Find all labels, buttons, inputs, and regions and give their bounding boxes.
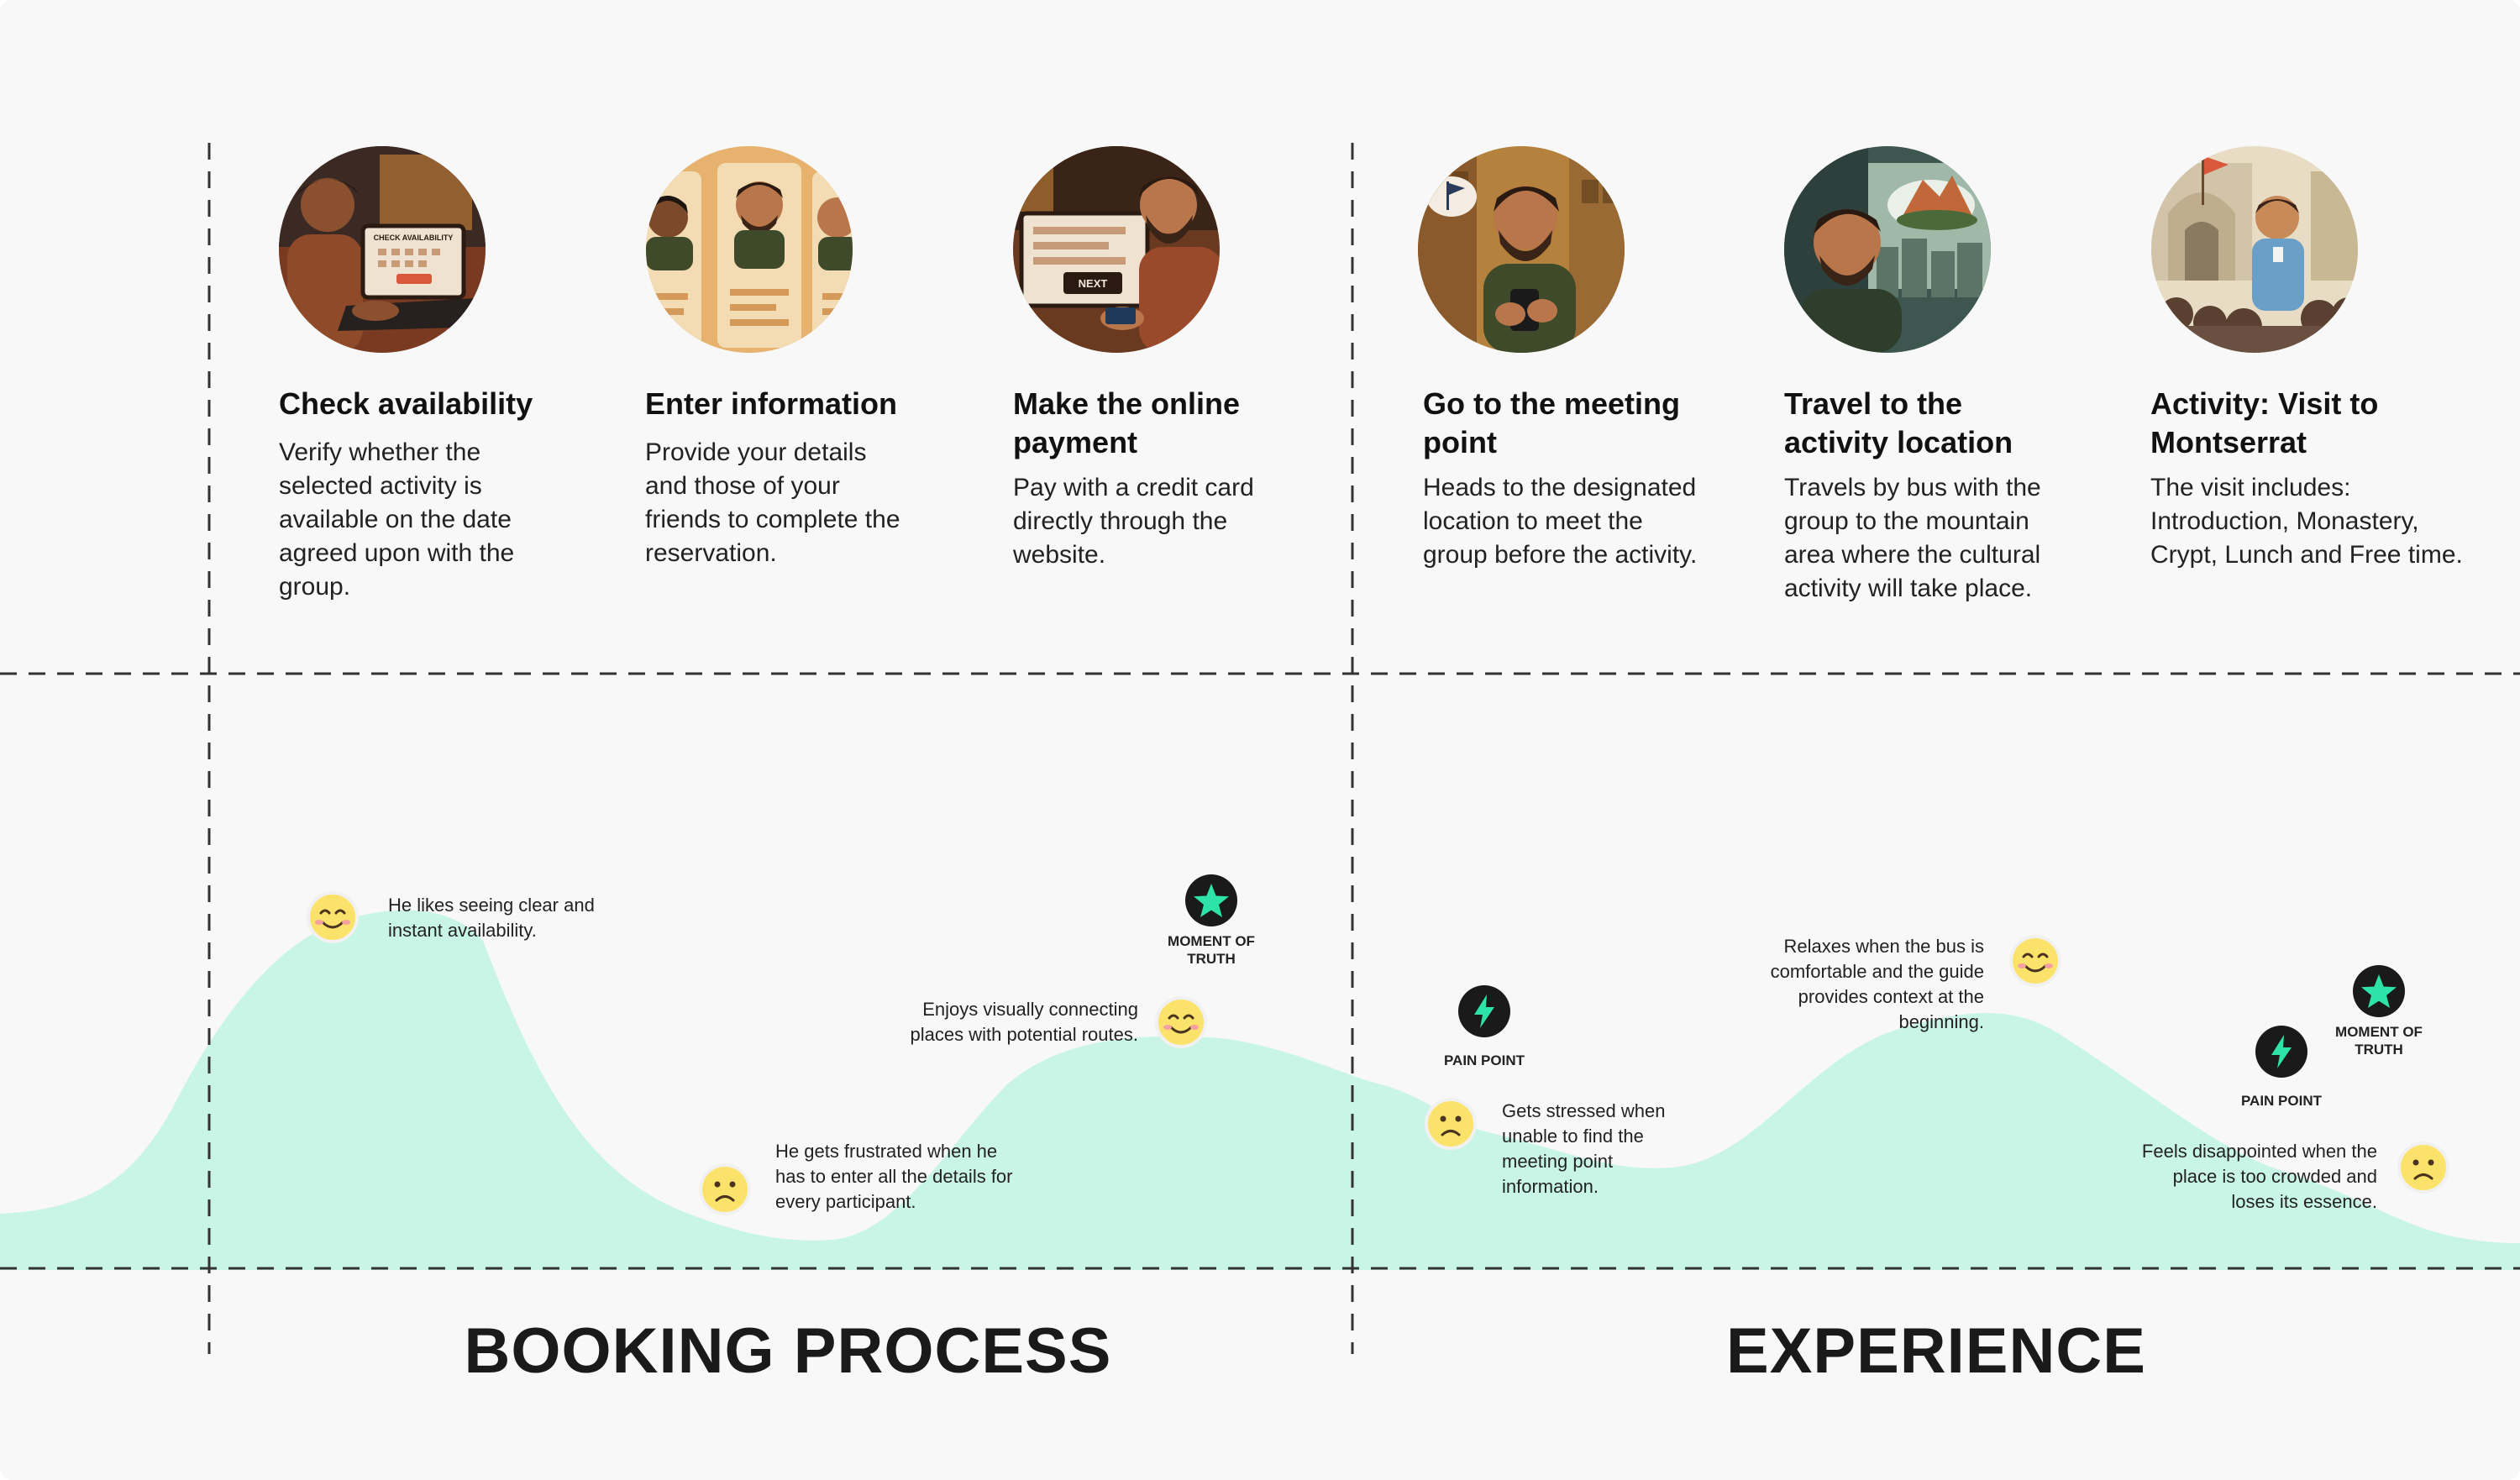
happy-face-icon	[1154, 995, 1208, 1049]
stage-illustration-enter-information	[646, 146, 853, 353]
marker-label-moment-of-truth: MOMENT OF TRUTH	[2335, 1024, 2423, 1058]
emotion-note: Enjoys visually connecting places with p…	[910, 999, 1139, 1045]
stage-title-meeting-point: Go to the meeting point	[1423, 386, 1680, 459]
stage-description-montserrat-visit: The visit includes: Introduction, Monast…	[2150, 474, 2463, 569]
star-icon	[1184, 874, 1238, 927]
emotion-note: Relaxes when the bus is comfortable and …	[1770, 936, 1984, 1032]
stage-description-meeting-point: Heads to the designated location to meet…	[1423, 474, 1698, 569]
stage-illustration-montserrat-visit	[2151, 146, 2358, 353]
emotion-curve	[0, 910, 2520, 1270]
emotion-note: He gets frustrated when he has to enter …	[775, 1141, 1013, 1212]
stage-title-montserrat-visit: Activity: Visit to Montserrat	[2150, 386, 2379, 459]
marker-label-moment-of-truth: MOMENT OF TRUTH	[1168, 933, 1255, 967]
stage-description-check-availability: Verify whether the selected activity is …	[279, 438, 515, 601]
marker-label-pain-point: PAIN POINT	[2240, 1093, 2323, 1109]
stage-illustration-check-availability: CHECK AVAILABILITY	[279, 146, 486, 353]
lightning-icon	[1457, 984, 1511, 1038]
emotion-note: He likes seeing clear and instant availa…	[388, 895, 595, 941]
sad-face-icon	[1424, 1097, 1478, 1151]
stage-illustration-bus-travel	[1784, 146, 1991, 353]
stage-description-bus-travel: Travels by bus with the group to the mou…	[1784, 474, 2041, 602]
star-icon	[2352, 964, 2406, 1018]
emotion-note: Gets stressed when unable to find the me…	[1502, 1100, 1666, 1197]
phase-label-booking-process: BOOKING PROCESS	[464, 1315, 1112, 1387]
sad-face-icon	[698, 1162, 752, 1216]
svg-text:CHECK AVAILABILITY: CHECK AVAILABILITY	[374, 234, 454, 242]
stage-title-online-payment: Make the online payment	[1013, 386, 1241, 459]
stage-description-online-payment: Pay with a credit card directly through …	[1013, 474, 1254, 569]
svg-text:NEXT: NEXT	[1079, 277, 1108, 290]
stage-illustration-online-payment: NEXT	[1013, 146, 1220, 353]
stage-title-check-availability: Check availability	[279, 386, 533, 421]
happy-face-icon	[2008, 934, 2062, 988]
lightning-icon	[2255, 1025, 2308, 1079]
dividers	[0, 143, 2520, 1354]
marker-label-pain-point: PAIN POINT	[1443, 1052, 1525, 1068]
stage-illustration-meeting-point	[1418, 146, 1625, 353]
sad-face-icon	[2397, 1141, 2450, 1194]
phase-label-experience: EXPERIENCE	[1726, 1315, 2146, 1387]
happy-face-icon	[306, 890, 360, 944]
emotion-note: Feels disappointed when the place is too…	[2141, 1141, 2377, 1212]
stage-title-enter-information: Enter information	[645, 386, 898, 421]
stage-title-bus-travel: Travel to the activity location	[1784, 386, 2013, 459]
stage-description-enter-information: Provide your details and those of your f…	[645, 438, 900, 567]
